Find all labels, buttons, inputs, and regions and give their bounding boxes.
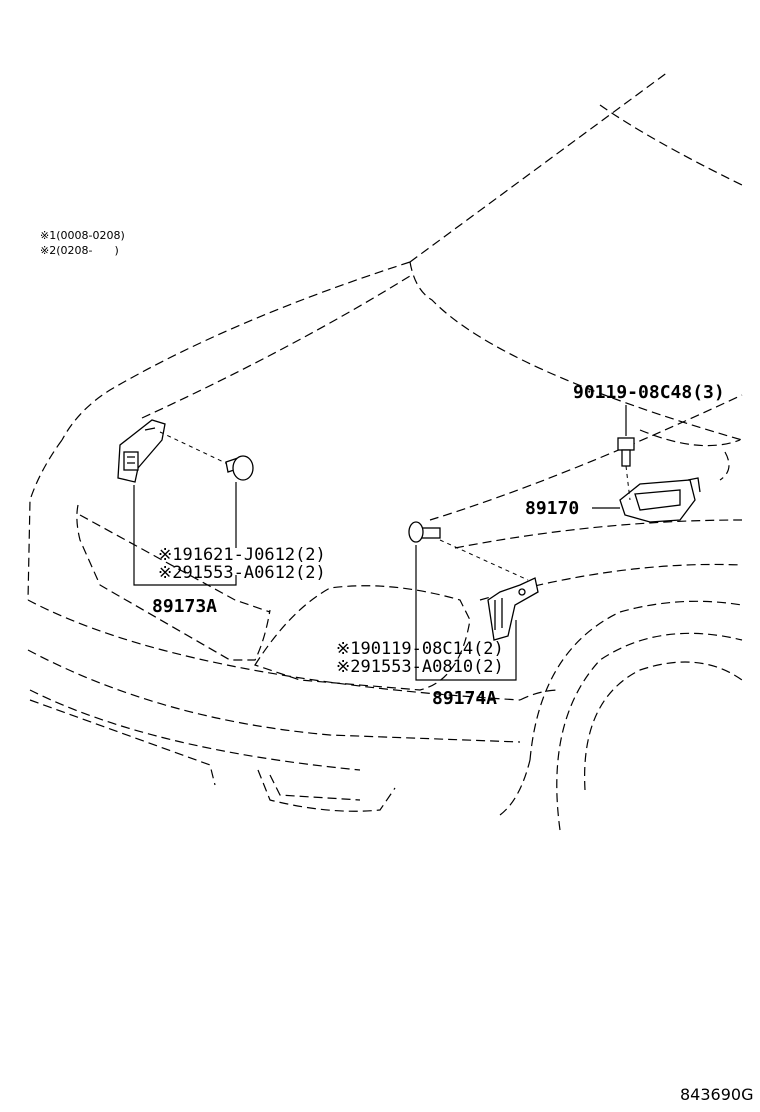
left-bolt: [225, 455, 254, 481]
label-right-bracket: 89174A: [432, 688, 497, 709]
right-bolt: [408, 521, 441, 543]
illustration-code: 843690G: [680, 1085, 753, 1104]
label-right-fastener-2: ※291553-A0810(2): [336, 657, 504, 677]
label-left-fastener-2: ※291553-A0612(2): [158, 563, 326, 583]
label-left-bracket: 89173A: [152, 596, 217, 617]
label-ecu: 89170: [525, 498, 579, 519]
label-left-fastener-1: ※191621-J0612(2): [158, 545, 326, 565]
note-serial-range-1: ※1(0008-0208): [40, 229, 125, 242]
left-front-sensor: [117, 419, 166, 483]
label-right-fastener-1: ※190119-08C14(2): [336, 639, 504, 659]
car-body-outline: [27, 71, 743, 831]
label-bolt-top: 90119-08C48(3): [573, 382, 725, 403]
airbag-ecu: [619, 477, 701, 523]
right-front-sensor: [487, 577, 539, 641]
note-serial-range-2: ※2(0208- ): [40, 244, 119, 257]
top-bolt: [617, 437, 635, 467]
